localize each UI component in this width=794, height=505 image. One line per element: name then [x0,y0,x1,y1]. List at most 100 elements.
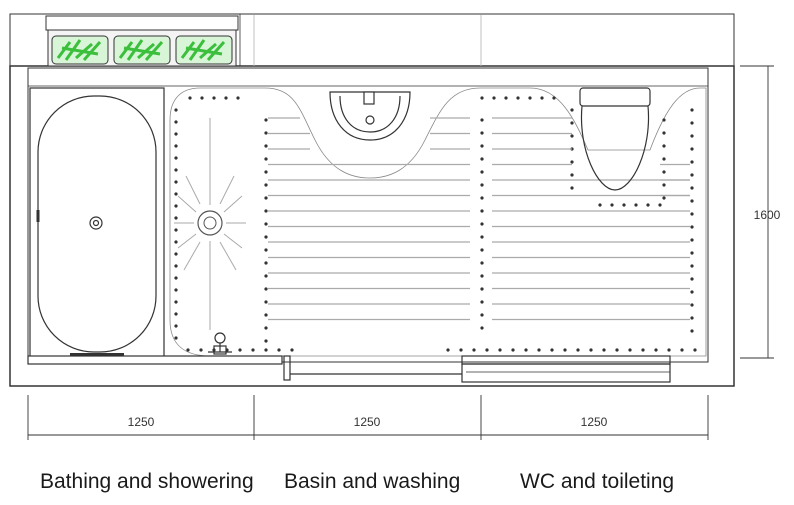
boundary-dot [690,199,694,203]
boundary-dot [485,348,489,352]
boundary-dot [662,183,666,187]
dimension-lines [27,15,774,440]
boundary-dot [472,348,476,352]
boundary-dot [690,147,694,151]
boundary-dot [459,348,463,352]
boundary-dot [516,96,520,100]
boundary-dot [480,118,484,122]
boundary-dot [690,329,694,333]
boundary-dot [480,274,484,278]
floor-grating [268,117,690,321]
boundary-dot [480,196,484,200]
boundary-dot [480,170,484,174]
boundary-dot [174,108,178,112]
boundary-dot [662,131,666,135]
door-openings [27,355,671,383]
boundary-dot [480,326,484,330]
boundary-dot [224,96,228,100]
boundary-dot [264,222,268,226]
basin-drain-icon [365,115,375,125]
wash-basin [329,91,411,141]
boundary-dot [550,348,554,352]
boundary-dot [667,348,671,352]
boundary-dot [528,96,532,100]
boundary-dot [264,300,268,304]
boundary-dot [693,348,697,352]
boundary-dot [662,157,666,161]
zone-label-basin: Basin and washing [284,470,461,493]
boundary-dot [264,287,268,291]
boundary-dot [480,144,484,148]
plant-icon [113,35,171,65]
shower-mixer-icon [208,332,232,355]
walls [9,13,735,387]
boundary-dot [480,157,484,161]
boundary-dot [690,225,694,229]
boundary-dot [690,290,694,294]
boundary-dot [498,348,502,352]
boundary-dot [690,277,694,281]
boundary-dot [658,203,662,207]
toilet [579,87,651,191]
boundary-dot [480,209,484,213]
boundary-dot [238,348,242,352]
boundary-dot [174,192,178,196]
boundary-dot [662,144,666,148]
boundary-dot [200,96,204,100]
boundary-dot [537,348,541,352]
boundary-dot [615,348,619,352]
boundary-dot [690,134,694,138]
dimension-width-2: 1250 [354,415,381,429]
dimension-width-1: 1250 [128,415,155,429]
boundary-dot [634,203,638,207]
boundary-dot [264,170,268,174]
boundary-dot [174,240,178,244]
boundary-dot [589,348,593,352]
boundary-dot [174,312,178,316]
zone-label-bathing: Bathing and showering [40,470,254,493]
boundary-dot [264,235,268,239]
basin-tap-icon [363,91,375,105]
boundary-dot [264,131,268,135]
wet-area-outline [169,87,707,357]
boundary-dot [174,168,178,172]
boundary-dot [576,348,580,352]
boundary-dot [690,186,694,190]
boundary-dot [480,222,484,226]
boundary-dot [570,173,574,177]
boundary-dot [174,144,178,148]
boundary-dot [264,144,268,148]
boundary-dot [552,96,556,100]
boundary-dot [511,348,515,352]
boundary-dot [622,203,626,207]
boundary-dot [480,287,484,291]
boundary-dot [680,348,684,352]
boundary-dot [690,303,694,307]
boundary-dot [174,336,178,340]
boundary-dot [690,316,694,320]
boundary-dot [186,348,190,352]
boundary-dot [690,251,694,255]
boundary-dot [690,160,694,164]
boundary-dot [264,274,268,278]
boundary-dot [480,261,484,265]
boundary-dot [251,348,255,352]
zone-label-wc: WC and toileting [520,470,675,493]
boundary-dot [690,212,694,216]
boundary-dot [264,196,268,200]
boundary-dot [174,216,178,220]
boundary-dot [174,264,178,268]
boundary-dot [480,131,484,135]
boundary-dot [641,348,645,352]
boundary-dot [174,204,178,208]
boundary-dot [690,173,694,177]
boundary-dot [628,348,632,352]
boundary-dot [264,326,268,330]
boundary-dot [654,348,658,352]
boundary-dot [662,118,666,122]
shower-area-dots [174,96,697,352]
boundary-dot [570,186,574,190]
inner-wall [27,67,709,363]
planter-box [45,15,239,67]
boundary-dot [174,288,178,292]
